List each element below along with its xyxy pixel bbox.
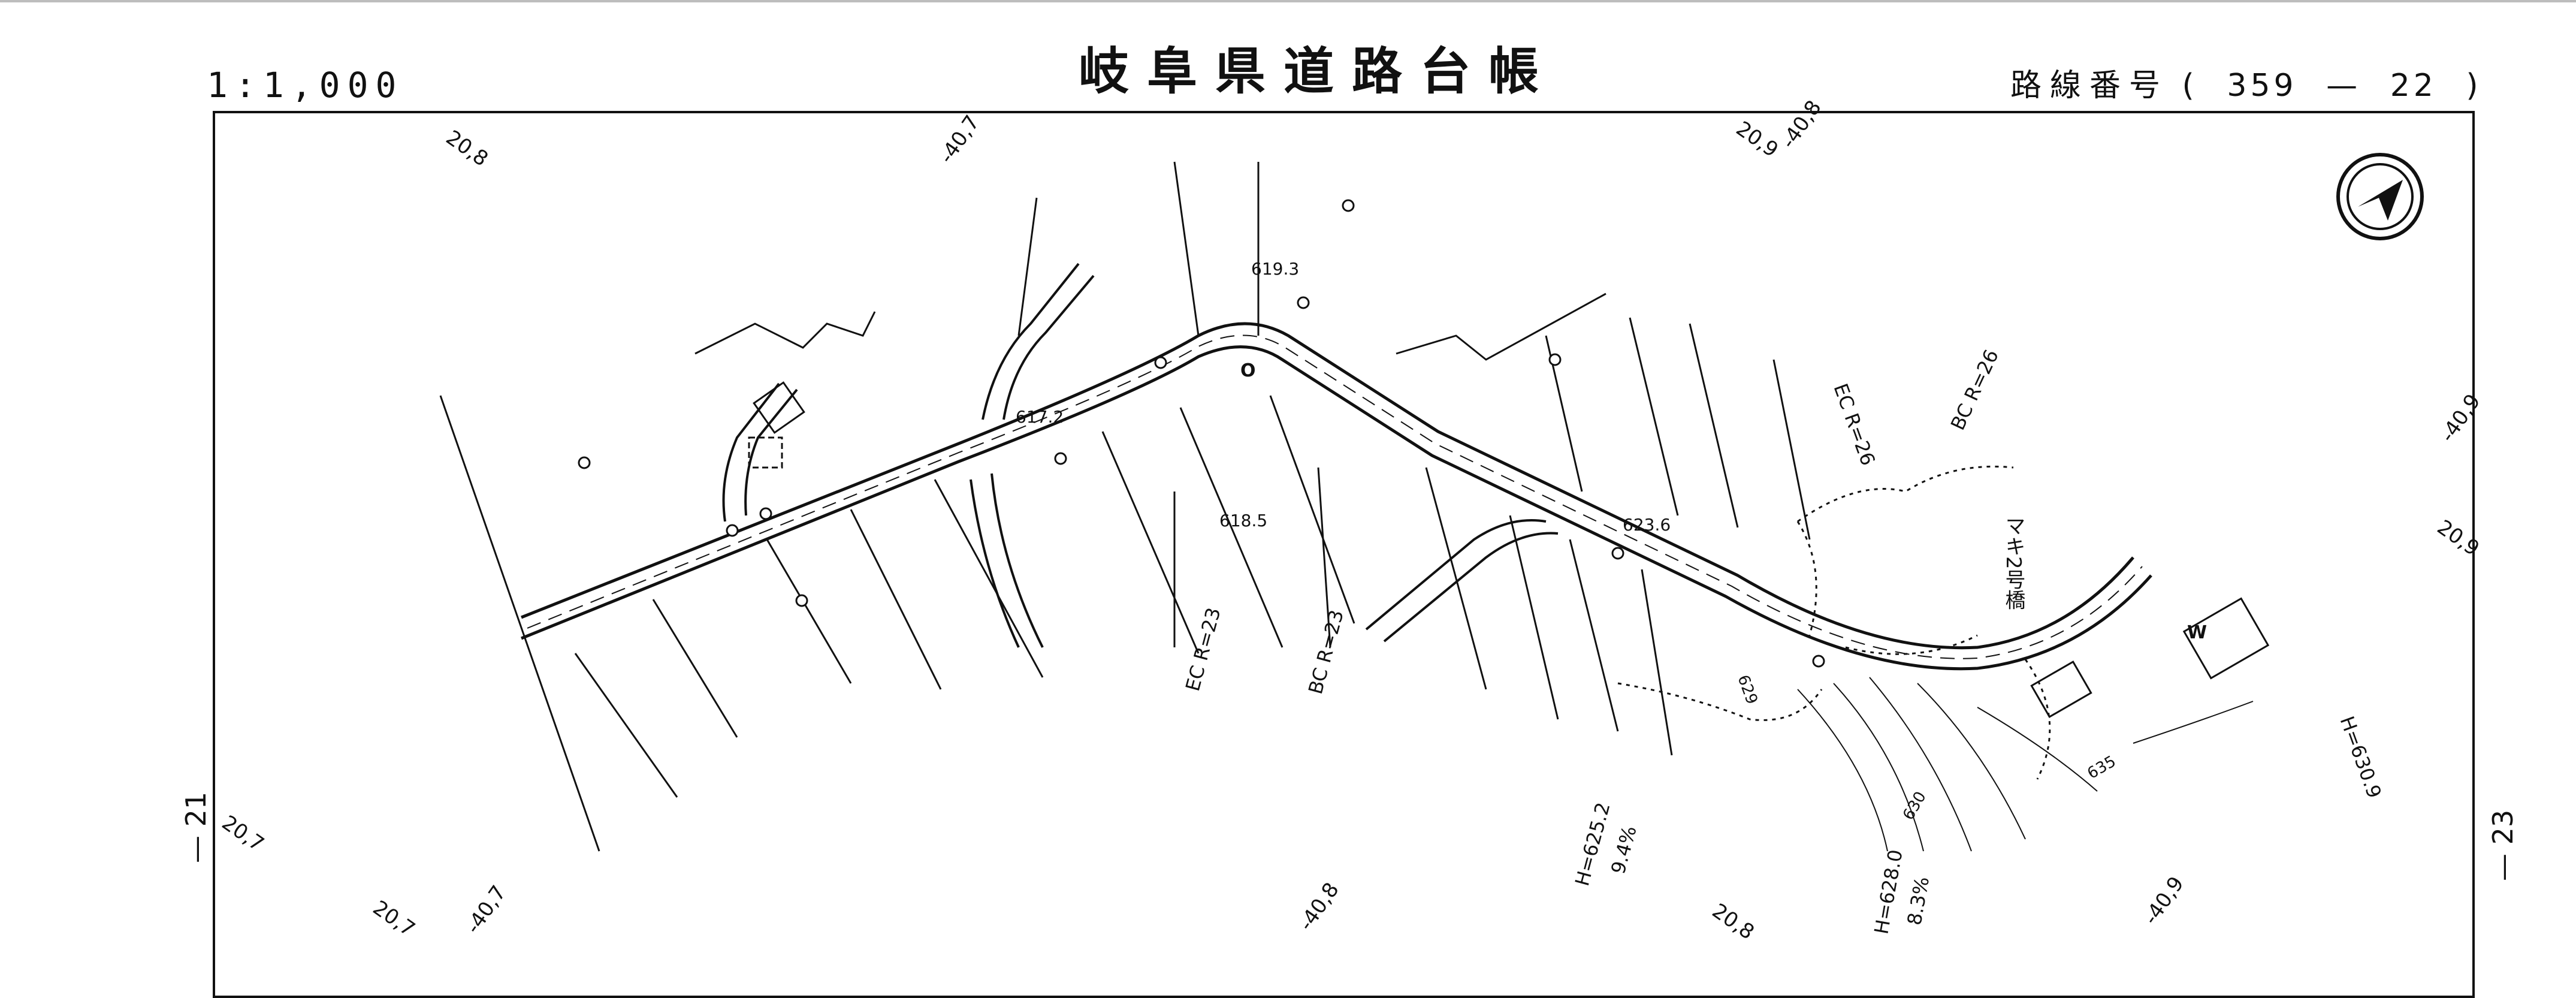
curve-label: EC R=26 — [1829, 381, 1879, 469]
grid-label: -40,9 — [2436, 390, 2486, 447]
grade-label: 8.3% — [1902, 875, 1934, 927]
grade-labels: H=625.2 9.4% H=628.0 8.3% H=630.9 — [1571, 713, 2386, 936]
map-marks: W O — [1240, 360, 2207, 643]
route-number-label: 路線番号 ( 359 — 22 ) — [2010, 60, 2482, 105]
grid-label: 20,9 — [1732, 117, 1783, 162]
route-section: 22 — [2390, 68, 2437, 104]
grid-label: -40,8 — [1777, 96, 1826, 153]
elevation-labels: 619.3 617.2 618.5 623.6 — [1016, 259, 1671, 535]
grid-label: 20,7 — [218, 811, 268, 857]
grid-label: -40,9 — [2139, 872, 2189, 929]
well-mark: W — [2187, 622, 2207, 643]
grid-label: 20,8 — [442, 126, 493, 171]
route-label: 路線番号 — [2010, 68, 2169, 104]
grade-label: H=628.0 — [1870, 848, 1907, 936]
scarp-lines — [1617, 465, 2051, 780]
route-dash: — — [2326, 68, 2361, 104]
road-map: 20,8 -40,7 20,9 -40,8 -40,9 20,9 20,7 20… — [218, 96, 2486, 942]
route-open-paren: ( — [2182, 68, 2198, 104]
curve-label: BC R=26 — [1946, 346, 2003, 433]
elevation-label: 623.6 — [1623, 515, 1671, 535]
point-mark: O — [1240, 360, 1256, 381]
contour-lines — [1797, 677, 2254, 852]
curve-label: BC R=23 — [1304, 607, 1348, 697]
grid-coordinate-labels: 20,8 -40,7 20,9 -40,8 -40,9 20,9 20,7 20… — [218, 96, 2486, 942]
north-arrow-icon — [2336, 153, 2424, 240]
left-sheet-number: — 21 — [180, 791, 212, 863]
elevation-label: 618.5 — [1219, 511, 1267, 530]
bridge-label: マキ2号橋 — [2001, 515, 2025, 610]
curve-labels: EC R=23 BC R=23 EC R=26 BC R=26 — [1181, 346, 2003, 697]
elevation-label: 617.2 — [1016, 407, 1064, 427]
right-sheet-number: — 23 — [2487, 809, 2519, 881]
grid-label: 20,9 — [2433, 515, 2484, 561]
contour-label: 635 — [2085, 752, 2119, 783]
bridge-name: マキ2号橋 — [2001, 515, 2025, 610]
top-border-line — [0, 0, 2576, 2]
grade-label: H=630.9 — [2335, 713, 2385, 801]
map-scale: 1:1,000 — [207, 65, 404, 105]
elevation-label: 619.3 — [1251, 259, 1299, 279]
grid-label: 20,8 — [1708, 899, 1759, 942]
grid-label: -40,7 — [935, 111, 985, 168]
road-centerline — [521, 322, 2152, 671]
route-close-paren: ) — [2466, 68, 2482, 104]
page-title: 岐阜県道路台帳 — [1079, 42, 1557, 101]
contour-labels: 630 635 629 — [1734, 673, 2119, 823]
route-number: 359 — [2227, 68, 2297, 104]
grade-label: H=625.2 — [1571, 800, 1615, 888]
grid-label: -40,7 — [461, 881, 511, 938]
curve-label: EC R=23 — [1181, 605, 1225, 694]
contour-label: 629 — [1734, 673, 1760, 707]
grid-label: 20,7 — [369, 896, 419, 942]
grade-label: 9.4% — [1606, 824, 1641, 876]
side-roads — [722, 263, 1559, 648]
parcel-lines — [439, 161, 1811, 852]
survey-points — [578, 199, 1825, 668]
grid-label: -40,8 — [1294, 878, 1344, 935]
buildings — [694, 293, 2270, 719]
